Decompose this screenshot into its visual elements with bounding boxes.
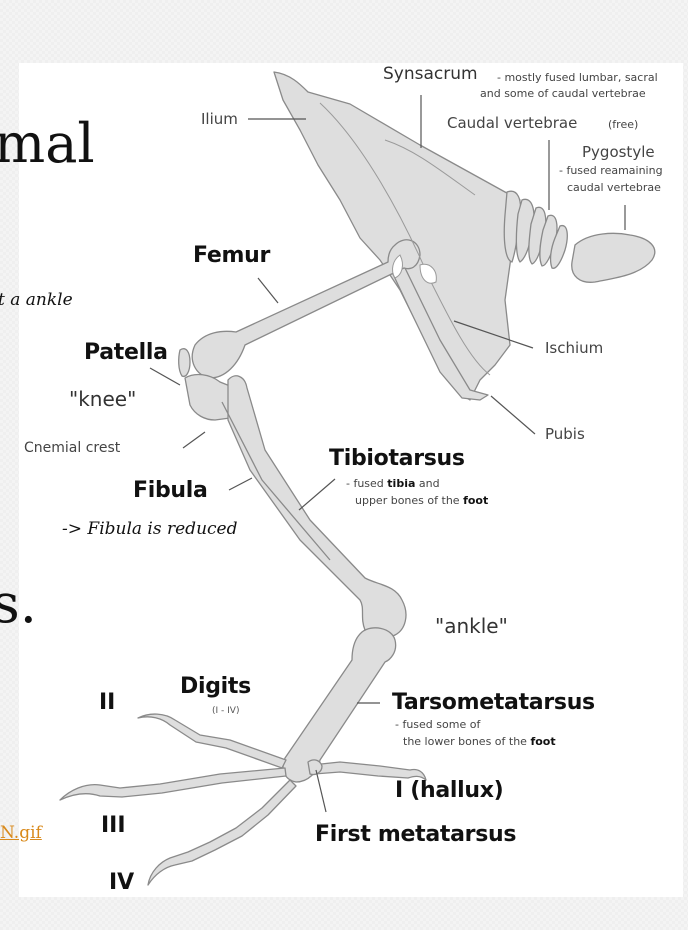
label-digit-3: III	[101, 813, 126, 838]
patella-bone	[178, 348, 191, 378]
label-pubis: Pubis	[545, 425, 585, 443]
label-digit-2: II	[99, 690, 116, 715]
label-tarso-desc-2: the lower bones of the foot	[403, 735, 556, 748]
label-digits: Digits	[180, 674, 251, 699]
label-synsacrum-desc-1: - mostly fused lumbar, sacral	[497, 71, 658, 84]
tarsometatarsus-bone	[282, 627, 397, 783]
label-pygostyle-desc-1: - fused reamaining	[559, 164, 663, 177]
label-knee: "knee"	[69, 387, 137, 411]
source-link[interactable]: N.gif	[0, 823, 42, 843]
digit-4-bone	[147, 779, 297, 886]
label-tibiotarsus-desc-1: - fused tibia and	[346, 477, 440, 490]
label-caudal-vertebrae: Caudal vertebrae	[447, 114, 578, 132]
label-caudal-note: (free)	[608, 118, 639, 131]
label-tibiotarsus: Tibiotarsus	[329, 446, 465, 471]
tibiotarsus-bone	[227, 375, 407, 639]
label-femur: Femur	[193, 243, 270, 268]
digit-3-bone	[59, 767, 287, 801]
label-synsacrum-desc-2: and some of caudal vertebrae	[480, 87, 646, 100]
slide-note-ankle: t a ankle	[0, 290, 73, 310]
label-synsacrum: Synsacrum	[383, 64, 478, 84]
label-pygostyle: Pygostyle	[582, 143, 655, 161]
label-first-metatarsus: First metatarsus	[315, 822, 517, 847]
slide-title-fragment: mal	[0, 112, 95, 175]
label-tibiotarsus-desc-2: upper bones of the foot	[355, 494, 489, 507]
pygostyle-bone	[571, 232, 656, 283]
label-ankle: "ankle"	[435, 614, 508, 638]
pelvis-bone	[273, 71, 521, 401]
label-cnemial-crest: Cnemial crest	[24, 440, 121, 456]
label-ischium: Ischium	[545, 339, 604, 357]
label-hallux: I (hallux)	[395, 778, 504, 803]
label-digits-range: (I - IV)	[212, 706, 240, 716]
digit-2-bone	[137, 713, 287, 769]
label-fibula: Fibula	[133, 478, 208, 503]
label-ilium: Ilium	[201, 110, 238, 128]
label-digit-4: IV	[109, 870, 135, 895]
label-tarsometatarsus: Tarsometatarsus	[392, 690, 595, 715]
slide-note-fibula: -> Fibula is reduced	[62, 519, 238, 539]
hallux-bone	[311, 761, 427, 781]
slide-bullet-fragment: s.	[0, 572, 37, 635]
label-patella: Patella	[84, 340, 168, 365]
label-pygostyle-desc-2: caudal vertebrae	[567, 181, 661, 194]
label-tarso-desc-1: - fused some of	[395, 718, 481, 731]
